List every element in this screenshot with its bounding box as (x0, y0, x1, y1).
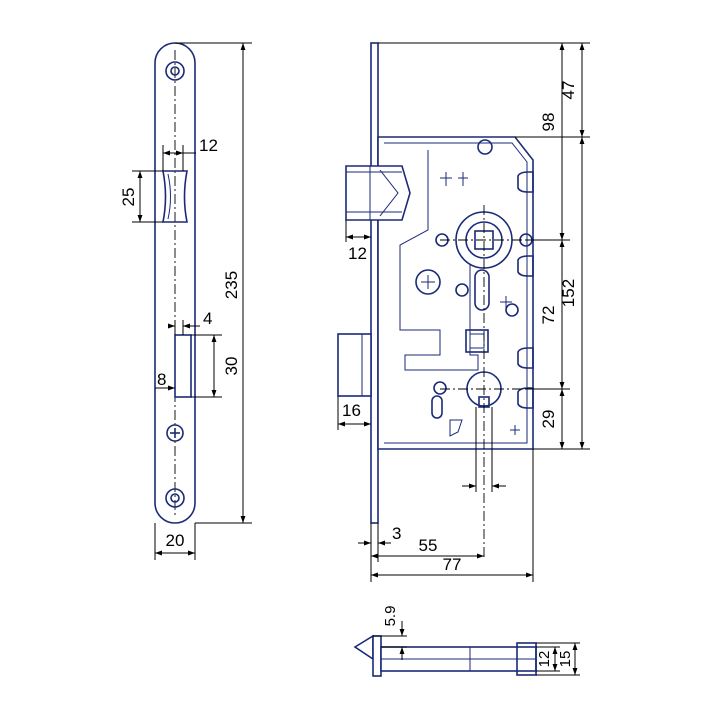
section-faceplate (372, 635, 382, 677)
latch-bolt (345, 165, 411, 221)
dim-section-outer-width: 15 (557, 651, 574, 668)
dim-latch-opening-height: 25 (119, 188, 138, 207)
bottom-screw-hole (165, 488, 185, 508)
section-nose (353, 634, 374, 661)
case-details (415, 139, 533, 437)
dim-faceplate-height: 235 (222, 271, 241, 299)
inner-lever (399, 150, 479, 371)
dim-section-thickness: 5.9 (382, 606, 399, 627)
deadbolt (337, 333, 372, 397)
dim-backset: 55 (419, 536, 438, 555)
dim-faceplate-thickness: 3 (392, 524, 401, 543)
dim-bolt-opening-width: 8 (157, 370, 166, 389)
dim-section-inner-width: 12 (536, 651, 553, 668)
dim-bolt-projection: 16 (342, 401, 361, 420)
dim-body-depth: 77 (443, 555, 462, 574)
dim-latch-opening-offset: 12 (199, 136, 218, 155)
dim-follower-to-cylinder: 72 (539, 306, 558, 325)
dim-bolt-opening-offset: 4 (203, 309, 212, 328)
top-screw-hole (165, 61, 185, 81)
dim-top-to-follower: 98 (539, 113, 558, 132)
dim-faceplate-width: 20 (166, 531, 185, 550)
latch-opening (162, 170, 188, 223)
faceplate-edge (370, 42, 379, 524)
dim-cylinder-to-bottom: 29 (539, 410, 558, 429)
spring-slots (517, 171, 534, 409)
section-view: 5.9 12 15 (353, 606, 580, 677)
faceplate-view: 235 20 12 25 4 30 8 (119, 42, 252, 560)
lock-body-view: 47 98 152 72 29 12 16 3 (337, 42, 590, 582)
faceplate-screw (166, 424, 184, 442)
dim-bolt-opening-height: 30 (222, 357, 241, 376)
dim-latch-projection: 12 (348, 244, 367, 263)
